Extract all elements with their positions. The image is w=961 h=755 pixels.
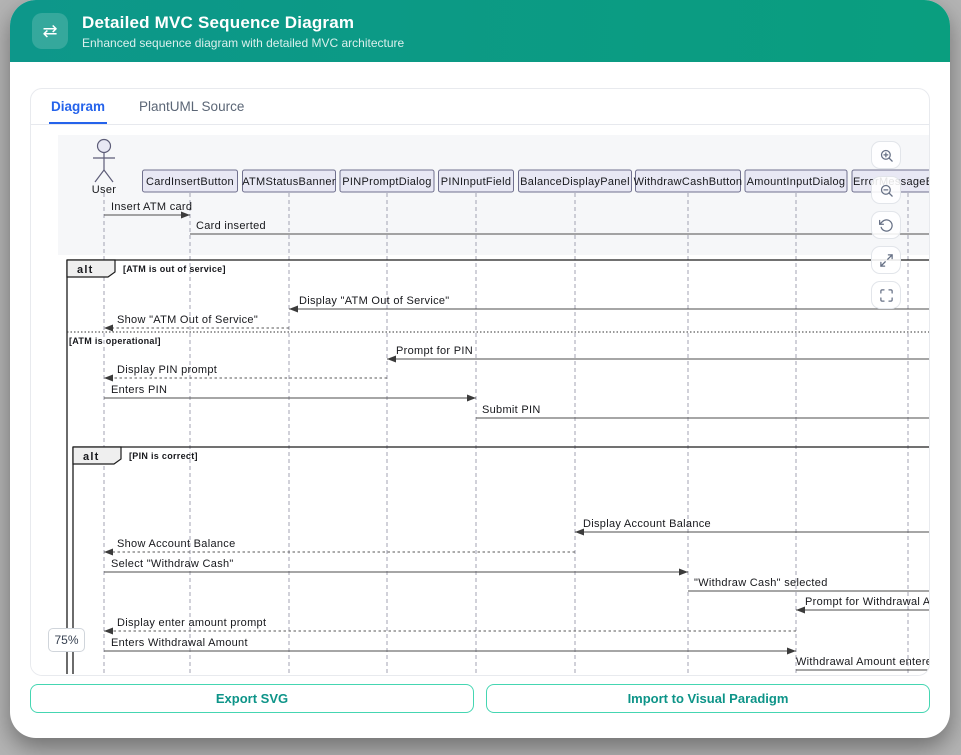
alt-pentagon xyxy=(72,446,122,465)
message-arrowhead xyxy=(796,606,805,614)
export-svg-button[interactable]: Export SVG xyxy=(30,684,474,713)
participant-label: BalanceDisplayPanel xyxy=(520,176,630,188)
zoom-in-icon xyxy=(880,149,893,162)
message-label: Select "Withdraw Cash" xyxy=(111,558,234,570)
zoom-out-button[interactable] xyxy=(871,176,901,204)
message-arrowhead xyxy=(104,627,113,635)
message-arrowhead xyxy=(289,305,298,313)
alt-guard-label: [ATM is out of service] xyxy=(123,264,226,274)
message-label: Card inserted xyxy=(196,220,266,232)
participant-box xyxy=(518,169,632,193)
participant-strip xyxy=(58,135,929,255)
participant-box xyxy=(635,169,741,193)
fullscreen-corners-icon xyxy=(879,288,893,302)
tab-bar: Diagram PlantUML Source xyxy=(31,89,929,125)
message-label: Prompt for Withdrawal Amount xyxy=(805,596,930,608)
message-label: Display PIN prompt xyxy=(117,364,217,376)
message-arrowhead xyxy=(467,394,476,402)
message-label: Enters PIN xyxy=(111,384,167,396)
participant-label: ATMStatusBanner xyxy=(242,176,336,188)
message-arrowhead xyxy=(104,374,113,382)
alt-operator-label: alt xyxy=(77,264,93,276)
app-header: ⇄ Detailed MVC Sequence Diagram Enhanced… xyxy=(10,0,950,62)
zoom-level-badge: 75% xyxy=(48,628,85,652)
message-label: Display enter amount prompt xyxy=(117,617,266,629)
message-label: Withdrawal Amount entered xyxy=(796,656,930,668)
fullscreen-button[interactable] xyxy=(871,281,901,309)
participant-box xyxy=(242,169,336,193)
message-label: Submit PIN xyxy=(482,404,541,416)
participant-box xyxy=(142,169,238,193)
expand-arrows-icon xyxy=(879,253,893,267)
actor-leg xyxy=(103,169,114,183)
app-window: ⇄ Detailed MVC Sequence Diagram Enhanced… xyxy=(10,0,950,738)
message-label: "Withdraw Cash" selected xyxy=(694,577,828,589)
action-bar: Export SVG Import to Visual Paradigm xyxy=(30,684,930,713)
viewer-controls xyxy=(871,141,901,309)
page-title: Detailed MVC Sequence Diagram xyxy=(82,12,355,32)
message-label: Display "ATM Out of Service" xyxy=(299,295,450,307)
participant-box xyxy=(339,169,435,193)
alt-else-guard-label: [ATM is operational] xyxy=(69,336,161,346)
alt-operator-label: alt xyxy=(83,451,99,463)
participant-label: WithdrawCashButton xyxy=(634,176,743,188)
message-label: Prompt for PIN xyxy=(396,345,473,357)
message-arrowhead xyxy=(679,568,688,576)
tab-plantuml-source[interactable]: PlantUML Source xyxy=(139,99,245,114)
import-visual-paradigm-button[interactable]: Import to Visual Paradigm xyxy=(486,684,930,713)
participant-label: CardInsertButton xyxy=(146,176,234,188)
actor-label: User xyxy=(92,184,116,196)
message-arrowhead xyxy=(787,647,796,655)
actor-leg xyxy=(94,169,105,183)
alt-guard-label: [PIN is correct] xyxy=(129,451,198,461)
alt-pentagon xyxy=(66,259,116,278)
message-arrowhead xyxy=(181,211,190,219)
participant-box xyxy=(438,169,514,193)
zoom-out-icon xyxy=(880,184,893,197)
swap-arrows-icon: ⇄ xyxy=(32,13,68,49)
expand-button[interactable] xyxy=(871,246,901,274)
participant-box xyxy=(744,169,848,193)
message-label: Show Account Balance xyxy=(117,538,236,550)
participant-label: PINInputField xyxy=(441,176,512,188)
message-arrowhead xyxy=(104,324,113,332)
tab-diagram[interactable]: Diagram xyxy=(49,89,108,124)
reset-view-button[interactable] xyxy=(871,211,901,239)
message-label: Show "ATM Out of Service" xyxy=(117,314,258,326)
message-arrowhead xyxy=(575,528,584,536)
message-arrowhead xyxy=(104,548,113,556)
message-label: Enters Withdrawal Amount xyxy=(111,637,248,649)
participant-label: PINPromptDialog xyxy=(342,176,431,188)
message-arrowhead xyxy=(387,355,396,363)
zoom-in-button[interactable] xyxy=(871,141,901,169)
rotate-ccw-icon xyxy=(878,218,893,232)
participant-label: AmountInputDialog xyxy=(747,176,846,188)
message-label: Display Account Balance xyxy=(583,518,711,530)
page-subtitle: Enhanced sequence diagram with detailed … xyxy=(82,35,405,50)
message-label: Insert ATM card xyxy=(111,201,192,213)
actor-head xyxy=(96,138,112,154)
